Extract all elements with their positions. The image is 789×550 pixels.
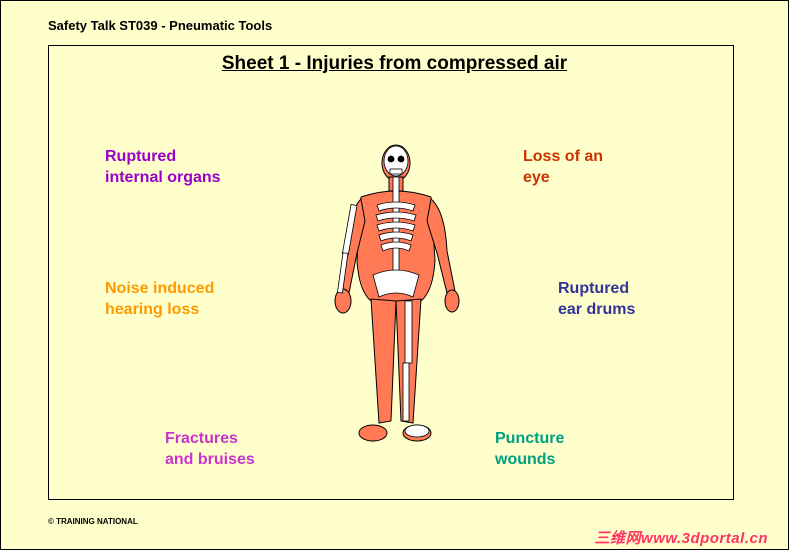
label-line: ear drums — [558, 301, 636, 318]
skeleton-overlay — [337, 145, 430, 438]
sheet-title: Sheet 1 - Injuries from compressed air — [221, 53, 568, 74]
label-line: Noise induced — [105, 280, 215, 297]
label-line: Ruptured — [105, 148, 177, 165]
label-line: Ruptured — [558, 280, 630, 297]
label-eye: Loss of an eye — [523, 146, 603, 188]
label-line: and bruises — [165, 451, 255, 468]
copyright-footer: © TRAINING NATIONAL — [48, 517, 138, 526]
label-line: eye — [523, 169, 550, 186]
label-puncture: Puncture wounds — [495, 428, 564, 470]
label-line: wounds — [495, 451, 556, 468]
label-line: Loss of an — [523, 148, 604, 165]
label-line: Puncture — [495, 430, 565, 447]
label-line: internal organs — [105, 169, 221, 186]
label-fractures: Fractures and bruises — [165, 428, 255, 470]
label-hearing-loss: Noise induced hearing loss — [105, 278, 214, 320]
human-body-illustration — [334, 144, 460, 442]
label-internal-organs: Ruptured internal organs — [105, 146, 221, 188]
watermark: 三维网www.3dportal.cn — [594, 530, 768, 547]
label-line: hearing loss — [105, 301, 200, 318]
label-ear-drums: Ruptured ear drums — [558, 278, 635, 320]
label-line: Fractures — [165, 430, 238, 447]
content-panel — [48, 45, 734, 500]
slide-header: Safety Talk ST039 - Pneumatic Tools — [48, 18, 273, 33]
